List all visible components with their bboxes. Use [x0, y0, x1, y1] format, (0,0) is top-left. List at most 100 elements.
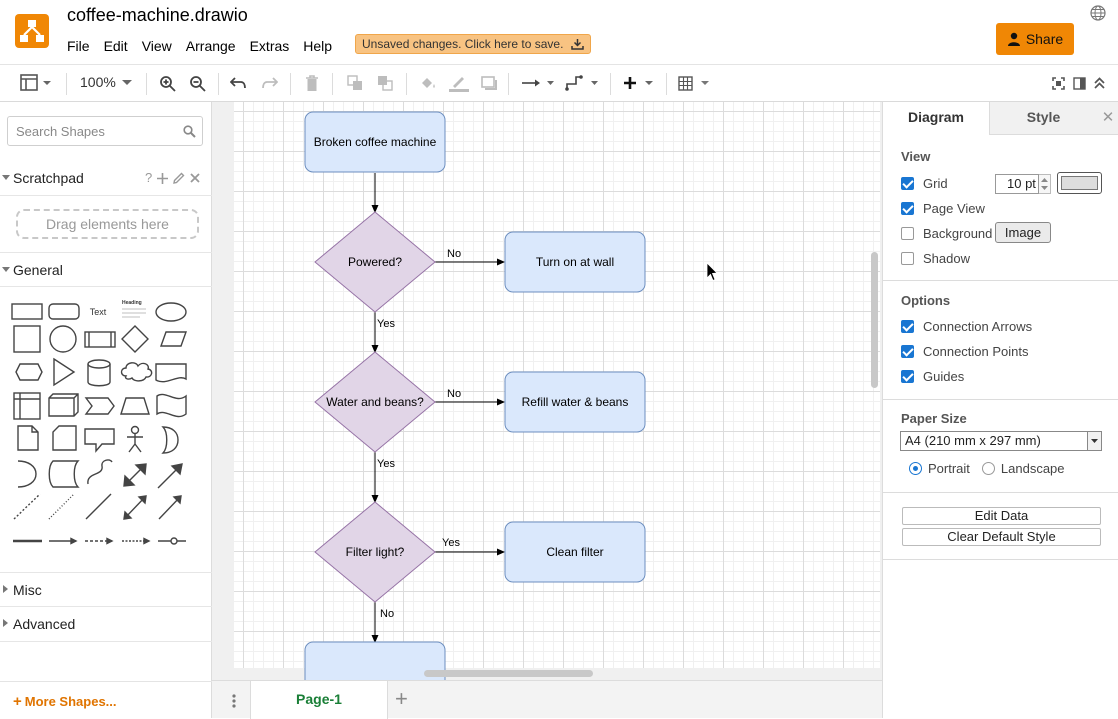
language-globe-icon[interactable]	[1090, 5, 1106, 21]
shape-rectangle[interactable]	[11, 303, 43, 320]
shape-circle[interactable]	[49, 325, 77, 353]
to-back-icon[interactable]	[376, 73, 394, 93]
diagram-canvas[interactable]: Broken coffee machine Powered? Turn on a…	[212, 102, 882, 680]
shape-curve[interactable]	[87, 459, 113, 485]
share-button[interactable]: Share	[996, 23, 1074, 55]
waypoints-icon[interactable]	[565, 73, 599, 93]
node-clean-filter[interactable]	[504, 521, 646, 583]
format-panel-icon[interactable]	[1071, 73, 1087, 93]
node-turn-on-at-wall[interactable]	[504, 231, 646, 293]
shape-cylinder[interactable]	[87, 359, 111, 387]
connection-icon[interactable]	[521, 73, 555, 93]
tab-diagram[interactable]: Diagram	[883, 102, 989, 135]
shape-ellipse[interactable]	[155, 302, 187, 322]
menu-extras[interactable]: Extras	[249, 38, 290, 54]
scratchpad-drop-zone[interactable]: Drag elements here	[16, 209, 199, 239]
undo-icon[interactable]	[229, 73, 247, 93]
shape-dotted-connector[interactable]	[122, 537, 151, 545]
scratchpad-edit-icon[interactable]	[173, 172, 185, 184]
shape-connector[interactable]	[49, 537, 78, 545]
page-tab-page-1[interactable]: Page-1	[250, 681, 388, 719]
advanced-section-header[interactable]: Advanced	[0, 607, 212, 642]
shadow-checkbox-row[interactable]: Shadow	[901, 250, 970, 266]
menu-arrange[interactable]: Arrange	[185, 38, 236, 54]
line-color-icon[interactable]	[448, 73, 470, 93]
shape-directional-connector[interactable]	[158, 495, 182, 520]
pages-menu-icon[interactable]	[232, 694, 236, 708]
zoom-dropdown-icon[interactable]	[120, 73, 134, 93]
shape-card[interactable]	[52, 425, 77, 451]
document-title[interactable]: coffee-machine.drawio	[67, 5, 248, 25]
shape-line[interactable]	[85, 493, 112, 520]
delete-icon[interactable]	[303, 73, 321, 93]
misc-section-header[interactable]: Misc	[0, 572, 212, 607]
redo-icon[interactable]	[260, 73, 278, 93]
tab-style[interactable]: Style	[989, 102, 1097, 135]
shape-process[interactable]	[84, 331, 116, 348]
shape-rounded-rectangle[interactable]	[48, 303, 80, 320]
shape-parallelogram[interactable]	[160, 331, 187, 347]
shadow-checkbox[interactable]	[901, 251, 914, 265]
shape-callout[interactable]	[84, 428, 115, 453]
scratchpad-close-icon[interactable]	[190, 173, 200, 183]
grid-checkbox[interactable]	[901, 176, 914, 190]
shape-diamond[interactable]	[121, 325, 149, 353]
connection-points-row[interactable]: Connection Points	[901, 343, 1029, 359]
guides-checkbox[interactable]	[901, 369, 914, 383]
shape-dotted-line[interactable]	[48, 493, 75, 520]
menu-edit[interactable]: Edit	[103, 38, 128, 54]
shape-and[interactable]	[17, 460, 37, 488]
shape-dashed-line[interactable]	[13, 493, 41, 520]
unsaved-changes-button[interactable]: Unsaved changes. Click here to save.	[355, 34, 591, 54]
more-shapes-button[interactable]: +More Shapes...	[0, 681, 212, 718]
node-filter-light-decision[interactable]	[314, 501, 436, 603]
scratchpad-help-icon[interactable]: ?	[145, 170, 153, 185]
zoom-in-icon[interactable]	[158, 73, 176, 93]
search-shapes-box[interactable]	[7, 116, 203, 146]
connection-arrows-row[interactable]: Connection Arrows	[901, 318, 1032, 334]
insert-icon[interactable]	[622, 73, 656, 93]
add-page-icon[interactable]: +	[395, 686, 408, 711]
shape-dashed-connector[interactable]	[85, 537, 114, 545]
shape-hexagon[interactable]	[15, 363, 43, 381]
shape-note[interactable]	[17, 425, 39, 451]
shape-association[interactable]	[158, 537, 186, 545]
scratchpad-add-icon[interactable]	[157, 173, 168, 184]
shape-cube[interactable]	[48, 393, 79, 417]
grid-size-stepper[interactable]	[1039, 174, 1051, 194]
background-checkbox-row[interactable]: Background	[901, 225, 992, 241]
to-front-icon[interactable]	[346, 73, 364, 93]
search-icon[interactable]	[183, 125, 196, 138]
menu-file[interactable]: File	[67, 38, 90, 54]
horizontal-scrollbar[interactable]	[424, 670, 593, 677]
menu-view[interactable]: View	[141, 38, 172, 54]
shape-cloud[interactable]	[120, 362, 153, 382]
background-checkbox[interactable]	[901, 226, 914, 240]
shape-or[interactable]	[161, 426, 179, 454]
shape-trapezoid[interactable]	[120, 397, 150, 415]
search-shapes-input[interactable]	[14, 123, 174, 140]
paper-size-select[interactable]: A4 (210 mm x 297 mm)	[900, 431, 1102, 451]
portrait-radio-row[interactable]: Portrait Landscape	[909, 460, 1065, 476]
scratchpad-section[interactable]: Scratchpad ?	[0, 161, 212, 196]
close-panel-icon[interactable]: ✕	[1097, 102, 1118, 135]
shape-step[interactable]	[84, 397, 115, 415]
clear-default-style-button[interactable]: Clear Default Style	[902, 528, 1101, 546]
shape-heading[interactable]	[122, 308, 146, 318]
shape-document[interactable]	[155, 363, 187, 383]
collapse-icon[interactable]	[1091, 73, 1107, 93]
shape-triangle[interactable]	[53, 357, 76, 387]
connection-arrows-checkbox[interactable]	[901, 319, 914, 333]
fullscreen-icon[interactable]	[1050, 73, 1066, 93]
edit-data-button[interactable]: Edit Data	[902, 507, 1101, 525]
node-broken-coffee-machine[interactable]	[304, 111, 446, 173]
zoom-out-icon[interactable]	[188, 73, 206, 93]
shape-bidirectional-connector[interactable]	[123, 495, 147, 520]
shape-data-storage[interactable]	[48, 460, 80, 488]
general-section-header[interactable]: General	[0, 252, 212, 287]
shape-arrow[interactable]	[157, 463, 183, 489]
shadow-icon[interactable]	[480, 73, 498, 93]
grid-size-input[interactable]: 10 pt	[995, 174, 1039, 194]
panel-layout-icon[interactable]	[20, 73, 52, 93]
landscape-radio[interactable]	[981, 461, 995, 475]
